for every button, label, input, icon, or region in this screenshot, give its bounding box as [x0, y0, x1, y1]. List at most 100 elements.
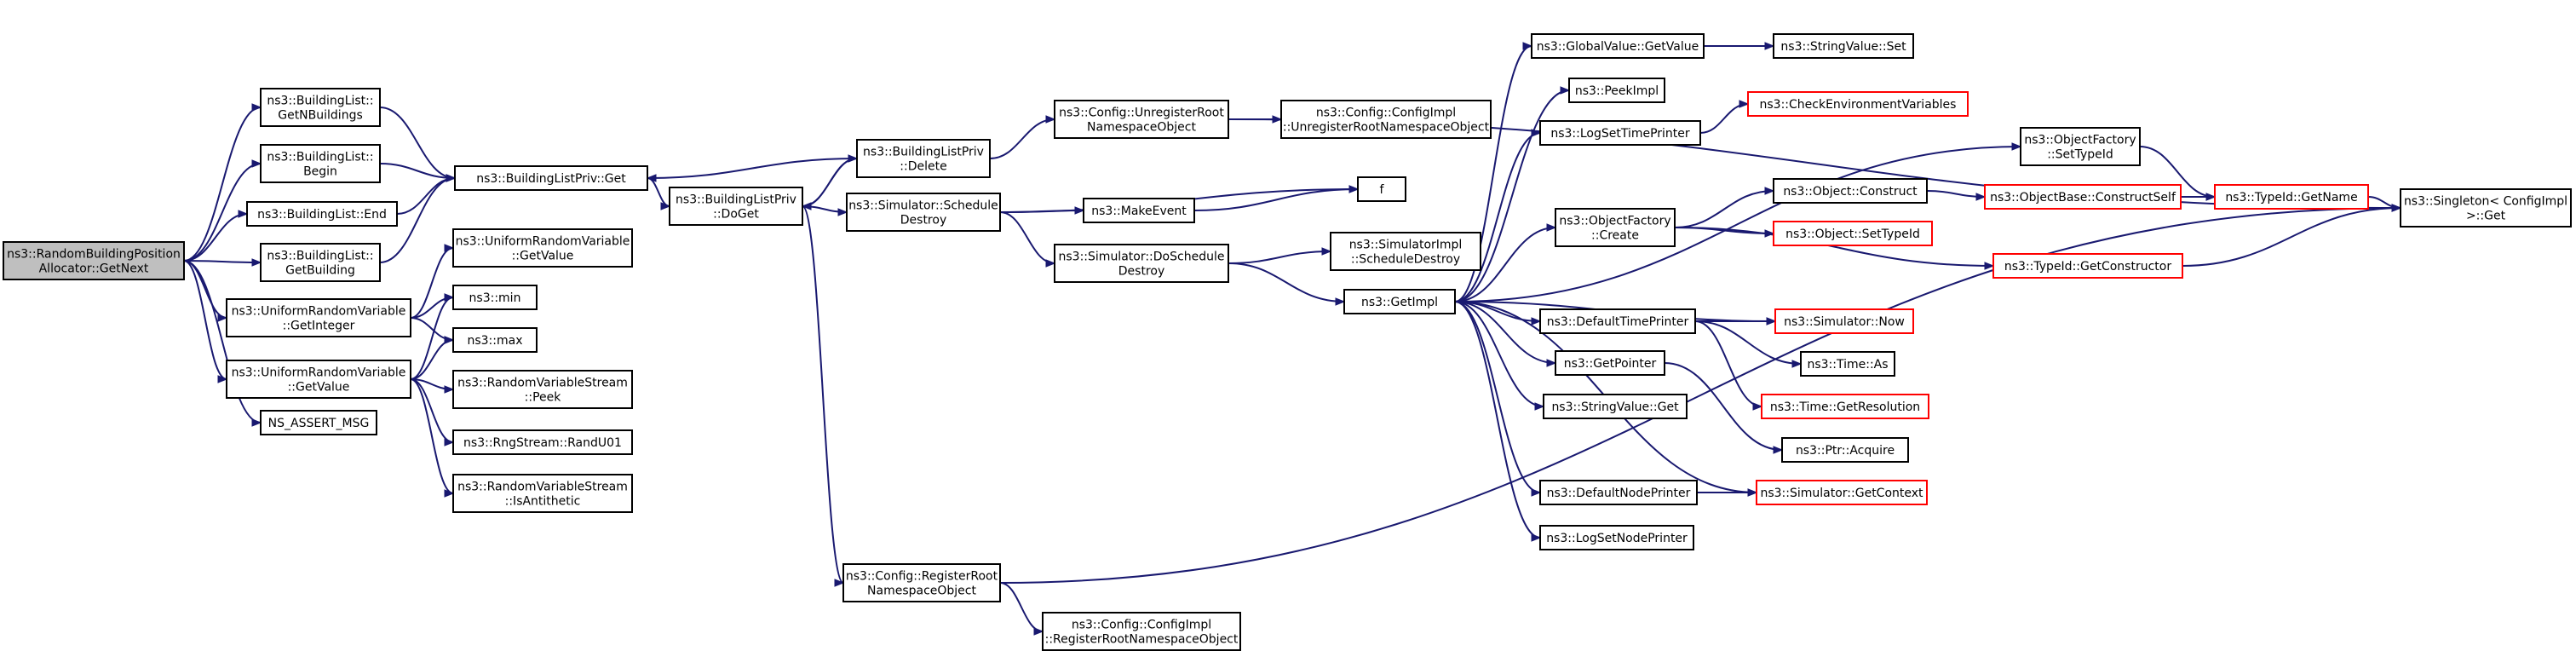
- node-box[interactable]: [452, 370, 633, 409]
- node-f[interactable]: f: [1357, 176, 1406, 202]
- node-typeid-getname[interactable]: ns3::TypeId::GetName: [2214, 184, 2369, 210]
- node-box[interactable]: [1773, 33, 1914, 59]
- node-randomvariablestream-isantithetic[interactable]: ns3::RandomVariableStream::IsAntithetic: [452, 474, 633, 513]
- node-box[interactable]: [226, 298, 411, 337]
- node-box[interactable]: [856, 139, 991, 178]
- node-simulatorimpl-scheduledestroy[interactable]: ns3::SimulatorImpl::ScheduleDestroy: [1330, 232, 1481, 271]
- node-box[interactable]: [1343, 289, 1456, 314]
- node-object-settypeid[interactable]: ns3::Object::SetTypeId: [1773, 221, 1933, 246]
- node-rngstream-randu01[interactable]: ns3::RngStream::RandU01: [452, 429, 633, 455]
- node-box[interactable]: [1539, 525, 1694, 550]
- node-randomvariablestream-peek[interactable]: ns3::RandomVariableStream::Peek: [452, 370, 633, 409]
- node-simulator-getcontext[interactable]: ns3::Simulator::GetContext: [1756, 480, 1928, 505]
- node-globalvalue-getvalue[interactable]: ns3::GlobalValue::GetValue: [1531, 33, 1705, 59]
- node-box[interactable]: [669, 187, 803, 226]
- node-box[interactable]: [226, 360, 411, 399]
- node-box[interactable]: [1042, 612, 1241, 651]
- node-box[interactable]: [1774, 308, 1914, 334]
- node-box[interactable]: [260, 410, 377, 435]
- node-buildinglist-getnbuildings[interactable]: ns3::BuildingList::GetNBuildings: [260, 88, 381, 127]
- node-box[interactable]: [3, 241, 185, 280]
- node-buildinglist-getbuilding[interactable]: ns3::BuildingList::GetBuilding: [260, 243, 381, 282]
- node-getimpl[interactable]: ns3::GetImpl: [1343, 289, 1456, 314]
- node-box[interactable]: [1747, 91, 1969, 117]
- node-buildinglistpriv-delete[interactable]: ns3::BuildingListPriv::Delete: [856, 139, 991, 178]
- node-defaulttimeprinter[interactable]: ns3::DefaultTimePrinter: [1539, 308, 1696, 334]
- node-box[interactable]: [1543, 394, 1688, 419]
- node-box[interactable]: [1984, 184, 2182, 210]
- node-box[interactable]: [1054, 244, 1229, 283]
- node-ns-assert-msg[interactable]: NS_ASSERT_MSG: [260, 410, 377, 435]
- node-box[interactable]: [246, 201, 398, 227]
- node-typeid-getconstructor[interactable]: ns3::TypeId::GetConstructor: [1992, 253, 2183, 279]
- node-buildinglistpriv-get[interactable]: ns3::BuildingListPriv::Get: [454, 165, 648, 191]
- node-box[interactable]: [1054, 100, 1229, 139]
- node-box[interactable]: [452, 228, 633, 268]
- node-box[interactable]: [1800, 351, 1895, 377]
- node-config-unregisterroot-namespaceobject[interactable]: ns3::Config::UnregisterRootNamespaceObje…: [1054, 100, 1229, 139]
- node-makeevent[interactable]: ns3::MakeEvent: [1083, 198, 1195, 223]
- node-config-configimpl-unregisterrootnamespaceobject[interactable]: ns3::Config::ConfigImpl::UnregisterRootN…: [1280, 100, 1492, 139]
- node-buildinglistpriv-doget[interactable]: ns3::BuildingListPriv::DoGet: [669, 187, 803, 226]
- node-box[interactable]: [1357, 176, 1406, 202]
- node-box[interactable]: [1773, 221, 1933, 246]
- node-singleton-configimpl-get[interactable]: ns3::Singleton< ConfigImpl>::Get: [2400, 188, 2572, 228]
- node-simulator-now[interactable]: ns3::Simulator::Now: [1774, 308, 1914, 334]
- node-object-construct[interactable]: ns3::Object::Construct: [1773, 178, 1928, 204]
- node-box[interactable]: [1330, 232, 1481, 271]
- node-box[interactable]: [1555, 208, 1676, 247]
- node-uniformrandomvariable-getvalue[interactable]: ns3::UniformRandomVariable::GetValue: [226, 360, 411, 399]
- node-box[interactable]: [452, 429, 633, 455]
- node-box[interactable]: [2214, 184, 2369, 210]
- node-config-configimpl-registerrootnamespaceobject[interactable]: ns3::Config::ConfigImpl::RegisterRootNam…: [1042, 612, 1241, 651]
- node-buildinglist-begin[interactable]: ns3::BuildingList::Begin: [260, 144, 381, 183]
- node-box[interactable]: [452, 474, 633, 513]
- node-simulator-schedule-destroy[interactable]: ns3::Simulator::ScheduleDestroy: [846, 193, 1001, 232]
- node-box[interactable]: [1773, 178, 1928, 204]
- node-min[interactable]: ns3::min: [452, 285, 538, 310]
- node-objectbase-constructself[interactable]: ns3::ObjectBase::ConstructSelf: [1984, 184, 2182, 210]
- node-uniformrandomvariable-getinteger[interactable]: ns3::UniformRandomVariable::GetInteger: [226, 298, 411, 337]
- node-max[interactable]: ns3::max: [452, 327, 538, 353]
- node-checkenvironmentvariables[interactable]: ns3::CheckEnvironmentVariables: [1747, 91, 1969, 117]
- node-box[interactable]: [1280, 100, 1492, 139]
- node-box[interactable]: [1568, 78, 1665, 103]
- node-box[interactable]: [2020, 127, 2141, 166]
- node-box[interactable]: [260, 243, 381, 282]
- node-peekimpl[interactable]: ns3::PeekImpl: [1568, 78, 1665, 103]
- node-box[interactable]: [2400, 188, 2572, 228]
- node-box[interactable]: [1539, 308, 1696, 334]
- node-box[interactable]: [1539, 480, 1698, 505]
- node-ptr-acquire[interactable]: ns3::Ptr::Acquire: [1781, 437, 1909, 463]
- node-box[interactable]: [1992, 253, 2183, 279]
- node-box[interactable]: [1555, 350, 1665, 376]
- node-time-as[interactable]: ns3::Time::As: [1800, 351, 1895, 377]
- node-logsetnodeprinter[interactable]: ns3::LogSetNodePrinter: [1539, 525, 1694, 550]
- node-uniformrandomvariable-getvalue[interactable]: ns3::UniformRandomVariable::GetValue: [452, 228, 633, 268]
- node-logsettimeprinter[interactable]: ns3::LogSetTimePrinter: [1539, 120, 1701, 146]
- node-box[interactable]: [846, 193, 1001, 232]
- node-box[interactable]: [842, 563, 1001, 602]
- node-box[interactable]: [1756, 480, 1928, 505]
- node-box[interactable]: [452, 327, 538, 353]
- node-randombuildingposition-allocator-getnext[interactable]: ns3::RandomBuildingPositionAllocator::Ge…: [3, 241, 185, 280]
- node-box[interactable]: [1083, 198, 1195, 223]
- node-stringvalue-set[interactable]: ns3::StringValue::Set: [1773, 33, 1914, 59]
- node-box[interactable]: [260, 88, 381, 127]
- node-box[interactable]: [452, 285, 538, 310]
- node-stringvalue-get[interactable]: ns3::StringValue::Get: [1543, 394, 1688, 419]
- node-box[interactable]: [1761, 394, 1929, 419]
- node-box[interactable]: [1531, 33, 1705, 59]
- node-defaultnodeprinter[interactable]: ns3::DefaultNodePrinter: [1539, 480, 1698, 505]
- node-config-registerroot-namespaceobject[interactable]: ns3::Config::RegisterRootNamespaceObject: [842, 563, 1001, 602]
- node-box[interactable]: [260, 144, 381, 183]
- node-objectfactory-create[interactable]: ns3::ObjectFactory::Create: [1555, 208, 1676, 247]
- node-objectfactory-settypeid[interactable]: ns3::ObjectFactory::SetTypeId: [2020, 127, 2141, 166]
- node-time-getresolution[interactable]: ns3::Time::GetResolution: [1761, 394, 1929, 419]
- node-box[interactable]: [1539, 120, 1701, 146]
- node-box[interactable]: [454, 165, 648, 191]
- node-getpointer[interactable]: ns3::GetPointer: [1555, 350, 1665, 376]
- node-buildinglist-end[interactable]: ns3::BuildingList::End: [246, 201, 398, 227]
- node-box[interactable]: [1781, 437, 1909, 463]
